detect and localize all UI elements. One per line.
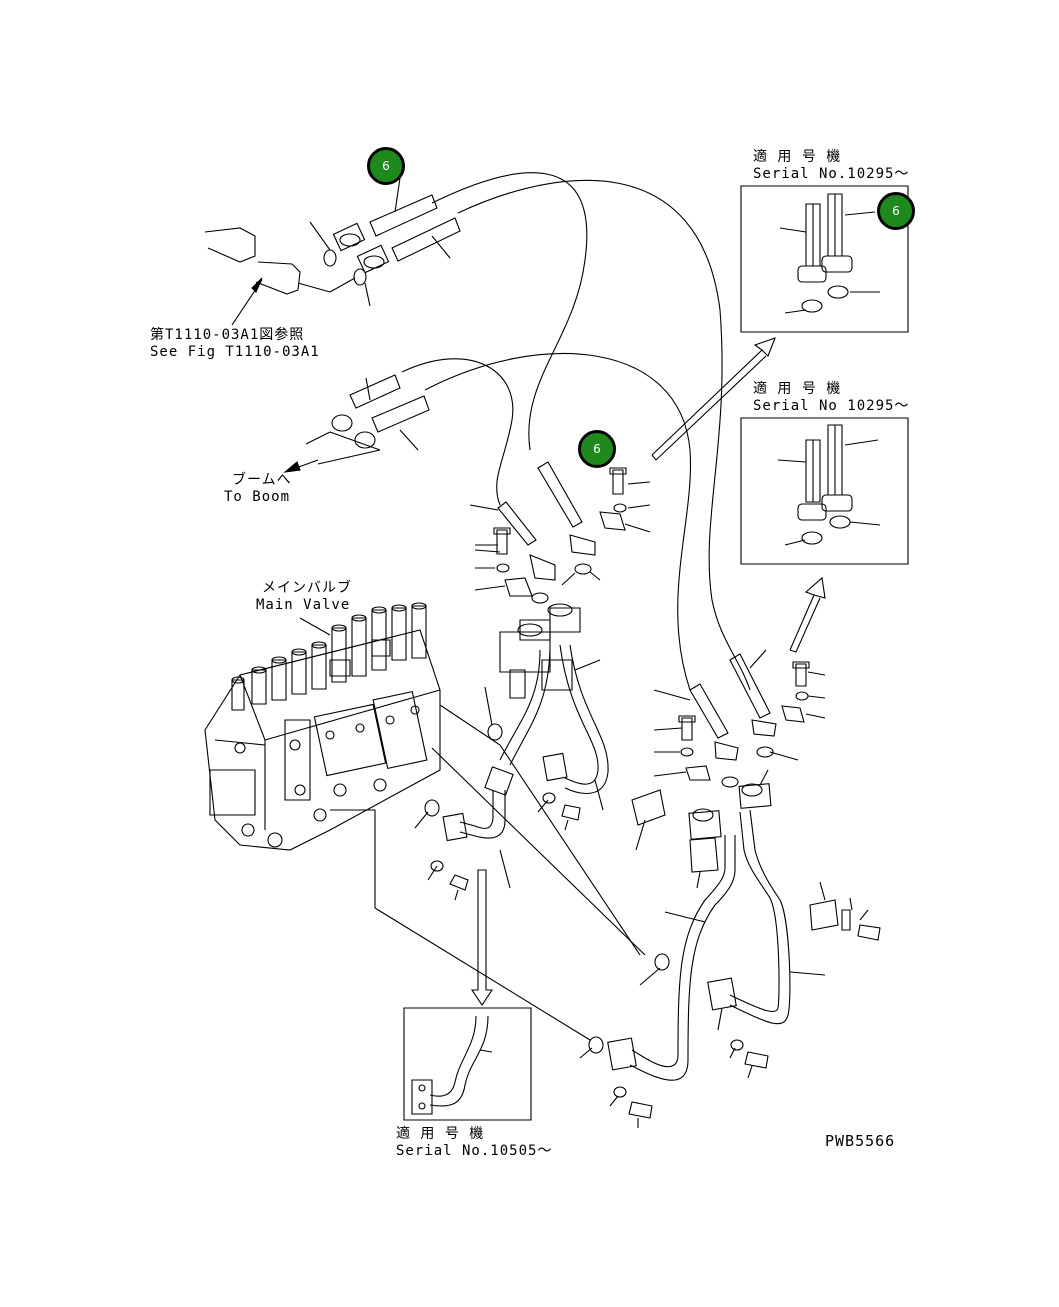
inset-top-serial-jp: 適 用 号 機 bbox=[753, 149, 842, 165]
inset-middle-serial-en: Serial No 10295～ bbox=[753, 398, 910, 414]
inset-bottom-serial-jp: 適 用 号 機 bbox=[396, 1126, 485, 1142]
drawing-code: PWB5566 bbox=[825, 1132, 896, 1150]
main-valve-en: Main Valve bbox=[256, 597, 351, 613]
inset-box-top bbox=[741, 186, 908, 332]
to-boom-en: To Boom bbox=[224, 489, 291, 505]
pipe-stub-reference bbox=[205, 228, 355, 325]
inset-middle-contents bbox=[778, 425, 880, 545]
main-valve bbox=[205, 603, 440, 850]
connection-lines bbox=[330, 705, 645, 1040]
right-pipes bbox=[580, 650, 880, 1128]
center-pipes bbox=[415, 462, 650, 900]
inset-box-bottom bbox=[404, 1008, 531, 1120]
hose-ends-upper bbox=[285, 178, 460, 472]
callout-part-6-upper[interactable]: 6 bbox=[367, 147, 405, 185]
inset-box-middle bbox=[741, 418, 908, 564]
inset-top-serial-en: Serial No.10295～ bbox=[753, 166, 910, 182]
to-boom-jp: ブームへ bbox=[232, 472, 292, 488]
arrows bbox=[472, 338, 825, 1005]
callout-part-6-center[interactable]: 6 bbox=[578, 430, 616, 468]
upper-hoses bbox=[402, 173, 750, 690]
inset-top-contents bbox=[780, 194, 880, 313]
see-fig-en: See Fig T1110-03A1 bbox=[150, 344, 320, 360]
inset-middle-serial-jp: 適 用 号 機 bbox=[753, 381, 842, 397]
see-fig-jp: 第T1110-03A1図参照 bbox=[150, 327, 305, 343]
callout-part-6-inset[interactable]: 6 bbox=[877, 192, 915, 230]
main-valve-jp: メインバルブ bbox=[262, 580, 352, 596]
inset-bottom-serial-en: Serial No.10505～ bbox=[396, 1143, 553, 1159]
inset-bottom-contents bbox=[412, 1016, 492, 1114]
